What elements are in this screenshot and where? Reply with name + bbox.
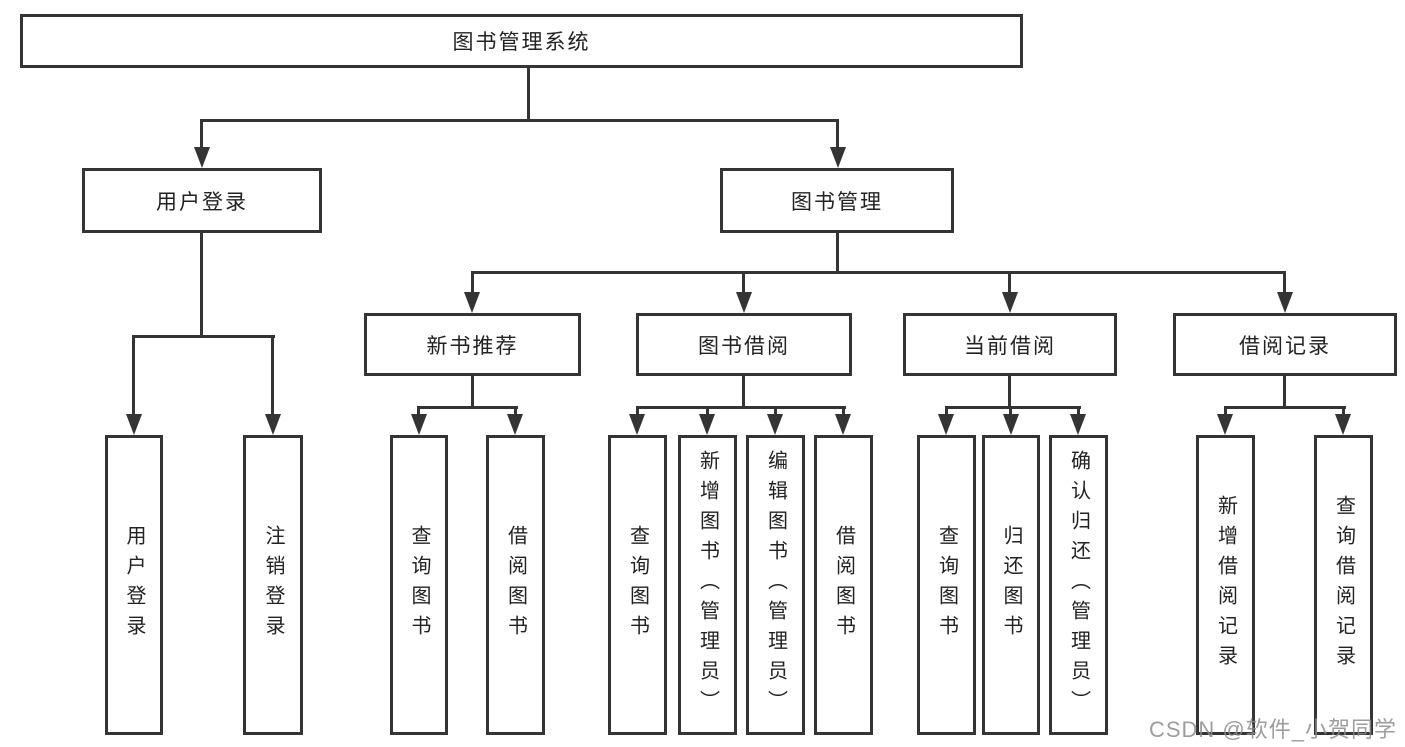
connector-stem <box>836 119 839 149</box>
node-label: 图书管理系统 <box>452 31 591 54</box>
node-leaf-query-books-borrow: 查询图书 <box>608 435 667 735</box>
arrow-down-icon <box>938 414 954 435</box>
connector-stem <box>636 406 639 416</box>
arrow-down-icon <box>1335 414 1351 435</box>
node-label: 借阅图书 <box>832 525 855 645</box>
arrow-down-icon <box>736 292 752 313</box>
node-label: 用户登录 <box>123 525 145 645</box>
node-label: 新增借阅记录 <box>1214 495 1237 675</box>
connector-book-mgmt-bar <box>471 271 1286 274</box>
arrow-down-icon <box>767 414 783 435</box>
connector-trunk <box>1008 376 1011 408</box>
node-label: 新书推荐 <box>426 334 519 358</box>
node-leaf-edit-books-admin: 编辑图书（管理员） <box>746 435 805 735</box>
node-label: 归还图书 <box>1000 525 1022 645</box>
connector-trunk <box>742 376 745 408</box>
csdn-watermark: CSDN @软件_小贺同学 <box>1148 717 1397 742</box>
node-label: 图书借阅 <box>698 334 790 358</box>
node-label: 注销登录 <box>262 525 284 645</box>
connector-stem <box>271 335 274 415</box>
arrow-down-icon <box>835 414 851 435</box>
node-leaf-borrow-books: 借阅图书 <box>814 435 873 735</box>
node-label: 当前借阅 <box>964 334 1056 358</box>
arrow-down-icon <box>1277 292 1293 313</box>
arrow-down-icon <box>1217 414 1233 435</box>
arrow-down-icon <box>1002 292 1018 313</box>
connector-stem <box>200 119 203 149</box>
connector-user-login-trunk <box>200 233 203 338</box>
node-label: 查询图书 <box>626 525 649 645</box>
connector-stem <box>1224 406 1227 416</box>
connector-stem <box>1077 406 1080 416</box>
node-leaf-return-books: 归还图书 <box>982 435 1040 735</box>
arrow-down-icon <box>629 414 645 435</box>
node-leaf-query-books-current: 查询图书 <box>917 435 976 735</box>
node-leaf-logout: 注销登录 <box>243 435 303 735</box>
arrow-down-icon <box>265 414 281 435</box>
connector-stem <box>945 406 948 416</box>
node-label: 新增图书（管理员） <box>696 450 719 720</box>
arrow-down-icon <box>830 147 846 168</box>
node-label: 查询图书 <box>408 525 430 645</box>
node-book-borrowing: 图书借阅 <box>636 313 852 376</box>
node-label: 查询图书 <box>935 525 958 645</box>
connector-stem <box>774 406 777 416</box>
connector-trunk <box>471 376 474 408</box>
arrow-down-icon <box>126 414 142 435</box>
node-label: 图书管理 <box>791 190 883 214</box>
node-leaf-confirm-return-admin: 确认归还（管理员） <box>1049 435 1108 735</box>
connector-stem <box>742 271 745 293</box>
connector-stem <box>471 271 474 293</box>
connector-stem <box>514 406 517 416</box>
connector-user-login-bar <box>133 335 275 338</box>
connector-trunk <box>1283 376 1286 408</box>
node-label: 确认归还（管理员） <box>1067 450 1090 720</box>
node-leaf-user-login: 用户登录 <box>105 435 163 735</box>
node-borrowing-records: 借阅记录 <box>1173 313 1397 376</box>
node-book-management: 图书管理 <box>720 168 954 233</box>
connector-stem <box>417 406 420 416</box>
connector-stem <box>1342 406 1345 416</box>
connector-bar <box>418 406 518 409</box>
node-leaf-add-books-admin: 新增图书（管理员） <box>678 435 737 735</box>
arrow-down-icon <box>1003 414 1019 435</box>
node-user-login-group: 用户登录 <box>82 168 322 233</box>
arrow-down-icon <box>699 414 715 435</box>
node-leaf-borrow-books-rec: 借阅图书 <box>486 435 545 735</box>
connector-bar <box>636 406 846 409</box>
connector-bar <box>1224 406 1346 409</box>
node-label: 编辑图书（管理员） <box>764 450 787 720</box>
node-label: 查询借阅记录 <box>1332 495 1355 675</box>
connector-root-trunk <box>527 68 530 122</box>
node-leaf-query-books-rec: 查询图书 <box>390 435 448 735</box>
arrow-down-icon <box>1070 414 1086 435</box>
connector-book-mgmt-trunk <box>836 233 839 273</box>
node-current-borrowing: 当前借阅 <box>903 313 1117 376</box>
node-label: 借阅记录 <box>1239 334 1331 358</box>
arrow-down-icon <box>411 414 427 435</box>
node-leaf-query-borrow-record: 查询借阅记录 <box>1314 435 1373 735</box>
connector-stem <box>132 335 135 415</box>
connector-bar <box>945 406 1081 409</box>
node-leaf-add-borrow-record: 新增借阅记录 <box>1196 435 1255 735</box>
arrow-down-icon <box>194 147 210 168</box>
arrow-down-icon <box>507 414 523 435</box>
node-new-book-recommendation: 新书推荐 <box>364 313 581 376</box>
node-label: 用户登录 <box>156 190 248 214</box>
connector-stem <box>1283 271 1286 293</box>
connector-stem <box>842 406 845 416</box>
connector-stem <box>1008 271 1011 293</box>
arrow-down-icon <box>464 292 480 313</box>
connector-stem <box>1009 406 1012 416</box>
node-label: 借阅图书 <box>504 525 527 645</box>
connector-root-bar <box>200 119 839 122</box>
connector-stem <box>706 406 709 416</box>
node-library-management-system: 图书管理系统 <box>20 14 1023 68</box>
